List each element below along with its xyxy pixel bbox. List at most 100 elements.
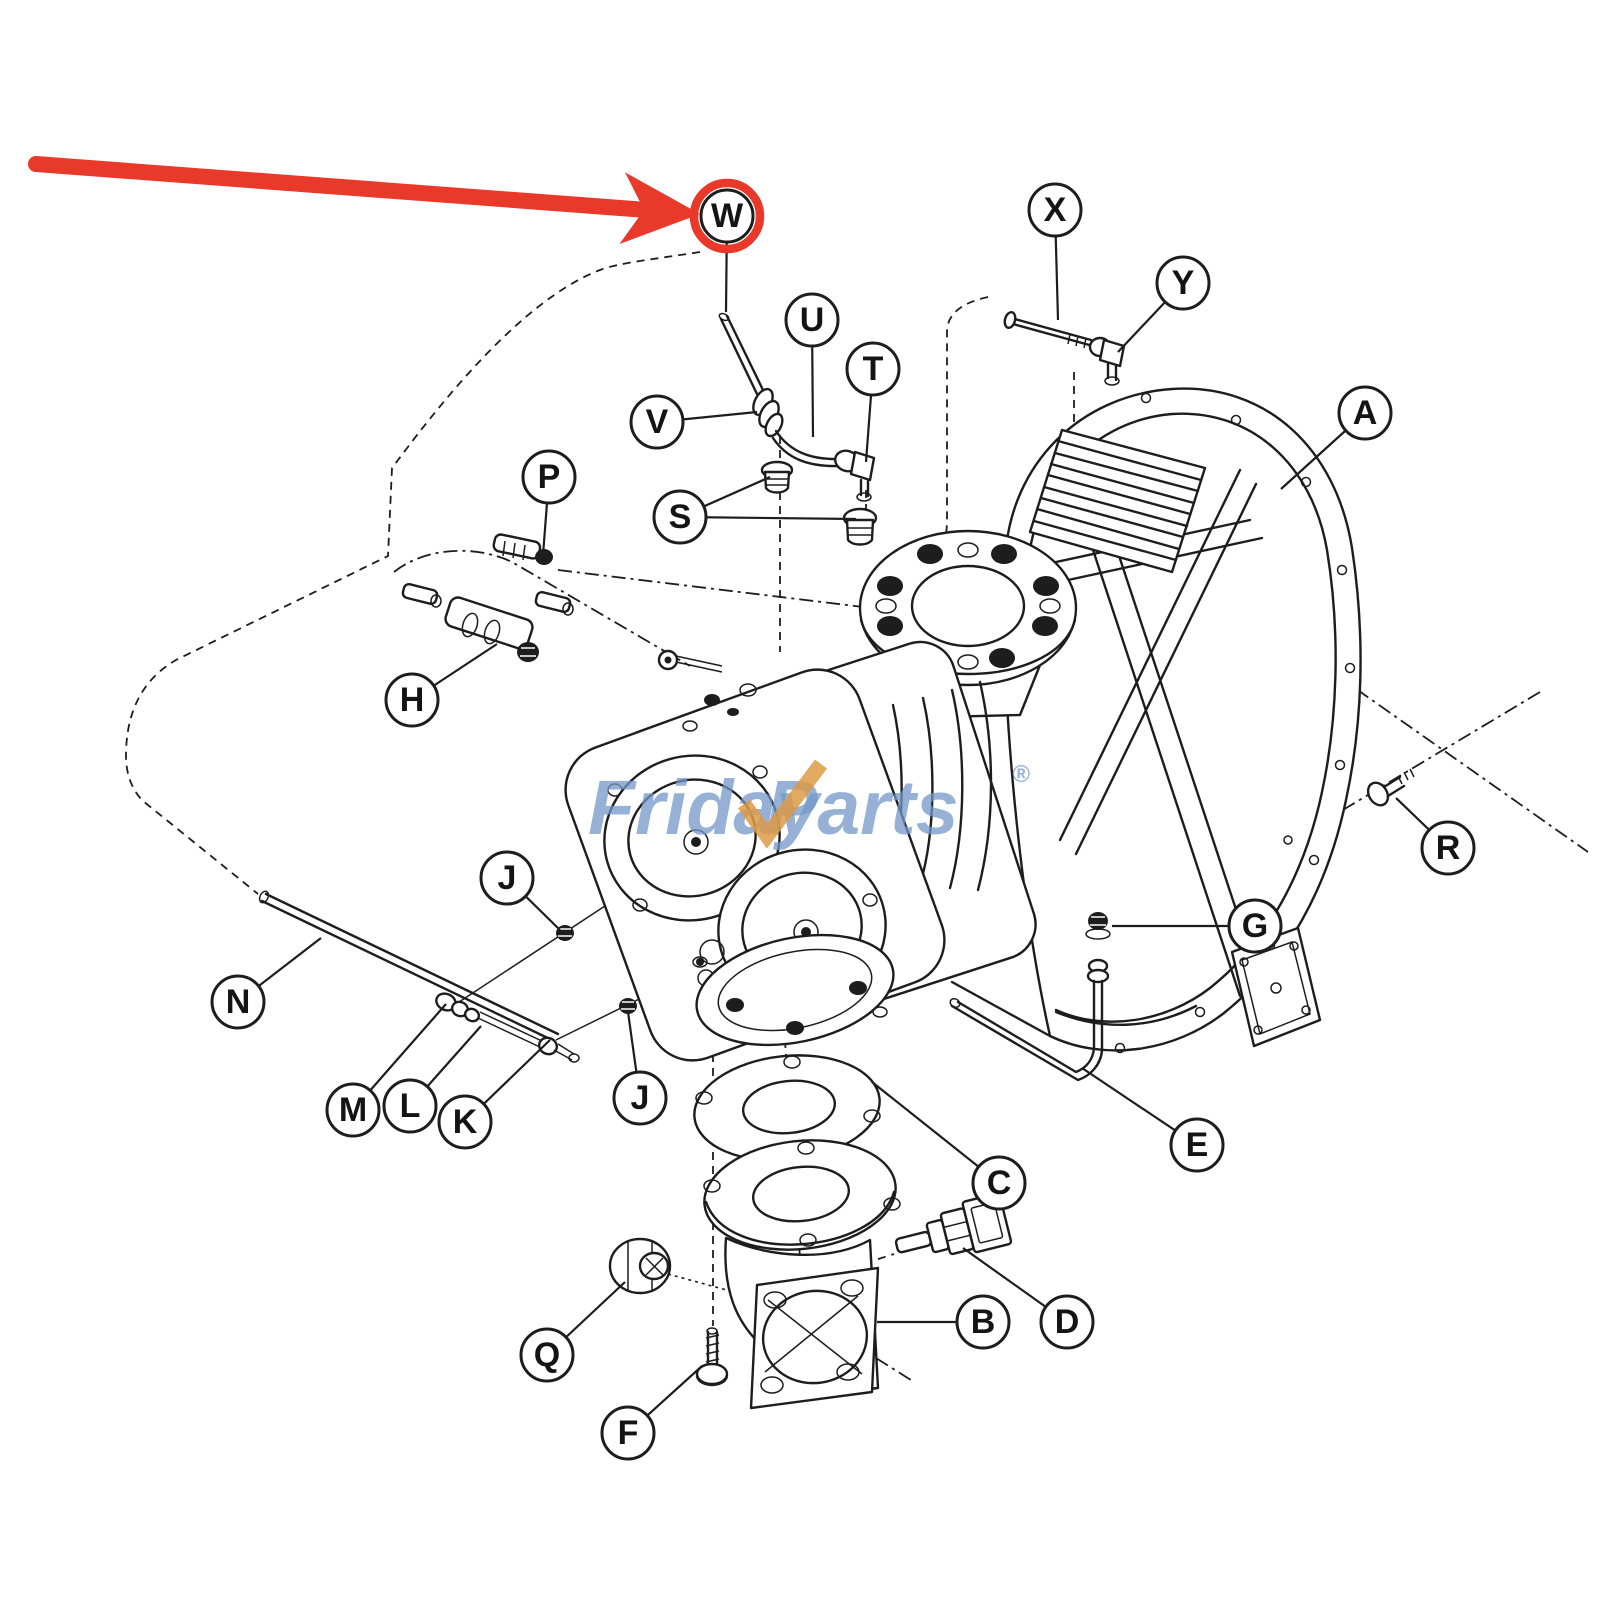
callout-Y: Y: [1117, 255, 1211, 353]
callout-E-bubble: [1169, 1117, 1225, 1173]
callout-S-bubble: [652, 489, 708, 545]
callout-N: N: [210, 937, 322, 1030]
callout-W: W: [699, 188, 755, 313]
fitting-small-plug: [657, 649, 723, 673]
callout-P: P: [521, 449, 577, 556]
callout-G: G: [1112, 898, 1283, 954]
callout-U: U: [784, 292, 840, 438]
plug-S-left: [760, 460, 794, 494]
callout-N-letter: N: [226, 983, 251, 1021]
callout-J-letter: J: [498, 859, 517, 897]
callout-L-bubble: [382, 1078, 438, 1134]
hex-plug: [608, 1237, 672, 1295]
callout-J-2-letter: J: [631, 1079, 650, 1117]
callout-H-bubble: [384, 672, 440, 728]
callout-B-bubble: [955, 1294, 1011, 1350]
fitting-small-left: [401, 582, 442, 608]
callout-F: F: [600, 1365, 703, 1461]
callout-C-bubble: [971, 1155, 1027, 1211]
callout-S: S: [652, 475, 857, 545]
valve-H: [444, 596, 539, 662]
fitting-G: [1085, 912, 1111, 940]
callout-D-letter: D: [1055, 1303, 1080, 1341]
watermark-check-icon: [737, 759, 827, 849]
callout-Q: Q: [519, 1281, 626, 1383]
fitting-P: [492, 533, 553, 565]
watermark-text-right: Parts: [766, 765, 959, 851]
callout-Y-bubble: [1155, 255, 1211, 311]
callout-Q-bubble: [519, 1327, 575, 1383]
watermark-registered-mark: ®: [1012, 761, 1030, 788]
callout-E: E: [1081, 1067, 1225, 1173]
fitting-small-right: [534, 590, 574, 616]
callout-S-letter: S: [669, 498, 692, 536]
tube-E: [949, 958, 1110, 1082]
callout-W-bubble: [699, 188, 755, 244]
callout-J-2: J: [612, 1011, 668, 1126]
callout-N-bubble: [210, 974, 266, 1030]
callout-D-bubble: [1039, 1294, 1095, 1350]
housing-grille: [1028, 428, 1207, 574]
callout-M-bubble: [325, 1082, 381, 1138]
callout-J: J: [479, 850, 561, 931]
callout-K-letter: K: [453, 1103, 478, 1141]
callout-V: V: [629, 394, 758, 450]
pump-front-cover-upper: [603, 754, 781, 922]
callout-A-letter: A: [1353, 394, 1378, 432]
callout-H: H: [384, 643, 498, 728]
highlight-arrow-tail: [28, 156, 652, 218]
plug-S-right: [842, 507, 878, 546]
highlight-arrow-head: [619, 172, 700, 245]
callout-J-bubble: [479, 850, 535, 906]
callout-M-letter: M: [339, 1091, 367, 1129]
screw-R: [1366, 768, 1415, 807]
callout-X-letter: X: [1044, 191, 1067, 229]
bolt-X: [1003, 310, 1126, 386]
flange-bolt: [695, 1327, 729, 1387]
small-nut-lower: [619, 998, 637, 1014]
callout-T-letter: T: [863, 350, 884, 388]
tube-and-fittings: [258, 890, 580, 1063]
callout-U-bubble: [784, 292, 840, 348]
callout-P-letter: P: [538, 458, 561, 496]
callout-R: R: [1395, 797, 1476, 876]
callout-J-2-bubble: [612, 1070, 668, 1126]
pump-body: [564, 640, 1037, 1062]
callout-E-letter: E: [1186, 1126, 1209, 1164]
callout-M: M: [325, 1003, 447, 1138]
highlight-ring: [689, 178, 765, 254]
callout-V-letter: V: [646, 403, 669, 441]
callout-S-leader-2: [679, 515, 857, 521]
callout-V-bubble: [629, 394, 685, 450]
callout-D: D: [962, 1247, 1095, 1350]
highlight-layer: [28, 156, 765, 254]
pump-bottom-flange: [692, 933, 895, 1047]
callout-T-bubble: [845, 341, 901, 397]
callout-G-bubble: [1227, 898, 1283, 954]
watermark: Friday Parts ®: [588, 759, 1030, 851]
callout-R-bubble: [1420, 820, 1476, 876]
callout-T: T: [845, 341, 901, 463]
callout-W-letter: W: [711, 197, 744, 235]
callout-U-letter: U: [800, 301, 825, 339]
callout-A: A: [1280, 385, 1393, 490]
callout-A-bubble: [1337, 385, 1393, 441]
callout-F-letter: F: [618, 1414, 639, 1452]
callout-G-letter: G: [1242, 907, 1268, 945]
callout-B: B: [877, 1294, 1011, 1350]
callout-P-bubble: [521, 449, 577, 505]
callout-H-letter: H: [400, 681, 425, 719]
callout-Q-letter: Q: [534, 1336, 560, 1374]
callout-C: C: [871, 1081, 1027, 1211]
callout-X: X: [1027, 182, 1083, 321]
callout-K: K: [437, 1039, 551, 1150]
callout-K-bubble: [437, 1094, 493, 1150]
callout-F-bubble: [600, 1405, 656, 1461]
callout-Y-letter: Y: [1172, 264, 1195, 302]
elbow-flange: [703, 1139, 901, 1410]
callout-B-letter: B: [971, 1303, 996, 1341]
callout-X-bubble: [1027, 182, 1083, 238]
